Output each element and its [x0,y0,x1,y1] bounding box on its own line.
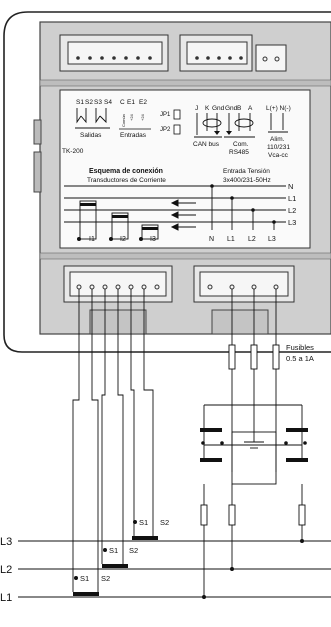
terminal-label: K [205,105,210,112]
bus-label: N [288,182,293,191]
input-sublabel: Común [121,114,126,127]
jumper-icon [173,124,181,135]
gnd-arrow-icon [214,131,232,135]
ct-wiring [72,289,154,577]
filter-inductor-icon [200,428,308,462]
terminal-label: S3 [94,99,102,106]
ct-core-icon [73,520,158,596]
ct-s2-label: S2 [129,546,138,555]
rs485-label-line1: Com. [233,141,249,148]
separator-bar [39,79,331,87]
separator-bar [39,252,331,260]
terminal-label: S1 [76,99,84,106]
bus-label: L2 [288,206,296,215]
voltage-input-spec: 3x400/231-50Hz [223,177,271,184]
line-label-l3: L3 [0,536,12,548]
terminal-label: J [195,105,198,112]
jumper-label: JP1 [160,112,171,118]
power-pin [274,56,280,62]
power-pin [262,56,268,62]
power-label-line2: 110/231 [267,144,290,151]
line-taps [203,525,303,597]
input-sublabel: +24 [129,113,134,121]
relay-contacts-icon [75,108,110,129]
power-wires-icon [268,113,288,133]
terminal-label: C [120,99,125,106]
supply-lines [18,540,331,598]
power-label-line1: Alim. [270,136,285,143]
can-bus-label: CAN bus [193,141,220,148]
voltage-terminal-label: L2 [248,236,256,243]
terminal-label: B [237,105,241,112]
fuses-label-line2: 0.5 a 1A [286,354,314,363]
current-input-label: I3 [150,236,156,243]
bus-label: L3 [288,218,296,227]
mount-tab [211,309,269,335]
jumper-label: JP2 [160,127,171,133]
line-label-l1: L1 [0,592,12,604]
ct-s2-label: S2 [101,574,110,583]
ct-bottom-stubs [72,522,154,592]
side-tab [33,119,42,145]
model-label: TK-200 [62,148,84,155]
jumper-icon [173,109,181,120]
terminal-label: E1 [127,99,135,106]
power-connector [255,44,287,72]
ct-symbol-icon [77,203,158,241]
enclosure-outline [3,11,331,353]
fuse-wiring [231,289,277,422]
inputs-label: Entradas [120,132,147,139]
top-plug-pins [76,56,152,60]
terminal-label: Gnd [212,105,225,112]
line-label-l2: L2 [0,564,12,576]
side-tab [33,151,42,193]
junction-dots [210,184,276,224]
voltage-terminal-label: L1 [227,236,235,243]
current-input-label: I1 [89,236,95,243]
rs485-label-line2: RS485 [229,149,249,156]
ct-s1-label: S1 [80,574,89,583]
terminal-label: S4 [104,99,112,106]
bus-lines [64,185,286,223]
bus-wires-icon [194,113,255,138]
terminal-label: S2 [85,99,93,106]
top-plug [67,41,163,65]
terminal-label: Gnd [225,105,238,112]
output-terminal-labels: S1 S2 S3 S4 [76,99,112,106]
voltage-input-title: Entrada Tensión [223,168,270,175]
ct-loops [79,200,159,240]
power-label-line3: Vca-cc [268,152,289,159]
bus-label: L1 [288,194,296,203]
ct-s1-label: S1 [109,546,118,555]
bottom-plug [199,271,289,297]
filter-block [203,404,303,505]
schematic-title: Esquema de conexión [89,168,163,175]
outputs-label: Salidas [80,132,102,139]
schematic-subtitle: Transductores de Corriente [87,177,166,184]
voltage-taps [211,186,275,230]
ct-s1-label: S1 [139,518,148,527]
top-plug-pins [195,56,243,60]
input-sublabel: +24 [140,113,145,121]
fuses-label-line1: Fusibles [286,343,314,352]
power-terminals-label: L(+) N(-) [266,105,291,112]
current-input-label: I2 [120,236,126,243]
top-plug [186,41,248,65]
terminal-label: A [248,105,253,112]
fuse-icon [228,344,280,370]
fuse-icon [200,504,306,526]
direction-arrow-icon [170,199,196,231]
terminal-label: E2 [139,99,147,106]
voltage-terminal-label: L3 [268,236,276,243]
voltage-terminal-label: N [209,236,214,243]
ct-s2-label: S2 [160,518,169,527]
